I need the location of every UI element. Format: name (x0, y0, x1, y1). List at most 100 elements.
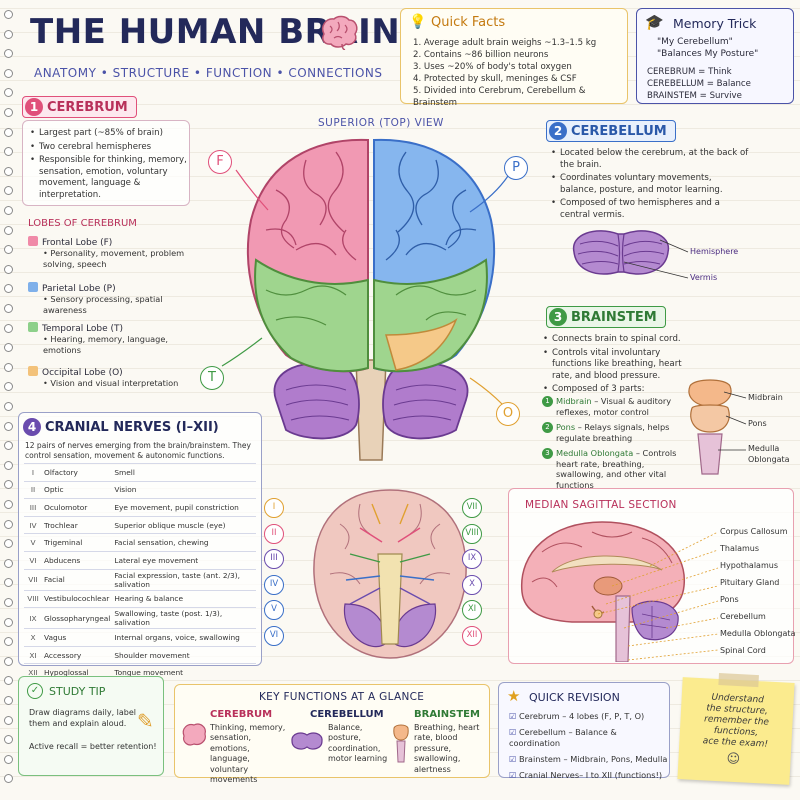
cerebellum-point: Coordinates voluntary movements, balance… (550, 173, 750, 196)
cerebellum-title: CEREBELLUM (571, 124, 667, 139)
brain-icon (322, 15, 358, 50)
cranial-label-left: III (264, 549, 284, 569)
brain-top-view (246, 138, 496, 461)
nerve-number: III (24, 498, 42, 517)
part-desc: – Visual & auditory reflexes, motor cont… (556, 396, 672, 417)
smiley-icon: ☺ (726, 751, 741, 768)
part-number: 3 (542, 448, 553, 459)
medulla-label-2: Oblongata (748, 455, 790, 464)
nerve-name: Vagus (42, 628, 113, 647)
quick-fact-item: 1. Average adult brain weighs ~1.3–1.5 k… (413, 38, 597, 48)
lobe-item: Parietal Lobe (P)• Sensory processing, s… (28, 282, 188, 316)
nerve-function: Facial expression, taste (ant. 2/3), sal… (112, 568, 256, 591)
kf-brainstem-title: BRAINSTEM (414, 709, 480, 720)
study-tip-title: STUDY TIP (49, 685, 106, 698)
lobe-desc: • Personality, movement, problem solving… (43, 248, 185, 269)
cerebellum-heading: 2 CEREBELLUM (546, 120, 676, 142)
nerve-number: IV (24, 515, 42, 534)
sagittal-label: Pituitary Gland (720, 578, 780, 587)
section-number: 1 (25, 98, 43, 116)
section-number: 2 (549, 122, 567, 140)
sagittal-label: Medulla Oblongata (720, 629, 796, 638)
nerve-number: V (24, 533, 42, 552)
star-icon: ★ (507, 687, 521, 705)
quick-facts-list: 1. Average adult brain weighs ~1.3–1.5 k… (413, 37, 625, 109)
lobe-desc: • Sensory processing, spatial awareness (43, 294, 163, 315)
cerebrum-points: Largest part (~85% of brain)Two cerebral… (29, 128, 187, 203)
sagittal-label: Cerebellum (720, 612, 766, 621)
checkbox-icon: ☑ (509, 711, 519, 721)
sagittal-title: MEDIAN SAGITTAL SECTION (525, 499, 677, 511)
revision-text: Cerebellum – Balance & coordination (509, 727, 617, 748)
lightbulb-icon: 💡 (409, 14, 427, 30)
cerebrum-title: CEREBRUM (47, 100, 128, 115)
nerve-function: Internal organs, voice, swallowing (112, 628, 256, 647)
spiral-binding (0, 0, 16, 800)
brainstem-figure (688, 379, 732, 475)
revision-text: Cerebrum – 4 lobes (F, P, T, O) (518, 711, 645, 721)
part-number: 1 (542, 396, 553, 407)
key-functions-box: KEY FUNCTIONS AT A GLANCE (174, 684, 490, 778)
nerve-function: Lateral eye movement (112, 550, 256, 570)
graduation-cap-icon: 🎓 (645, 13, 664, 31)
midbrain-label: Midbrain (748, 393, 783, 402)
frontal-lobe-label: F (208, 150, 232, 174)
lobe-name-text: Frontal Lobe (F) (42, 238, 113, 248)
sagittal-label: Hypothalamus (720, 561, 778, 570)
section-number: 4 (23, 418, 41, 436)
part-desc: – Relays signals, helps regulate breathi… (556, 422, 670, 443)
cranial-label-left: I (264, 498, 284, 518)
quick-revision-list: ☑ Cerebrum – 4 lobes (F, P, T, O)☑ Cereb… (509, 711, 669, 786)
lobe-swatch (28, 236, 38, 246)
quick-fact-item: 5. Divided into Cerebrum, Cerebellum & B… (413, 86, 586, 108)
nerve-name: Trochlear (42, 515, 113, 534)
nerve-name: Abducens (42, 550, 113, 570)
kf-cerebellum-text: Balance, posture, coordination, motor le… (328, 722, 388, 764)
nerve-number: VI (24, 550, 42, 570)
lobe-desc: • Hearing, memory, language, emotions (43, 334, 169, 355)
revision-text: Brainstem – Midbrain, Pons, Medulla (518, 754, 668, 764)
nerve-function: Eye movement, pupil constriction (112, 498, 256, 517)
cranial-label-left: IV (264, 574, 284, 595)
quick-fact-item: 3. Uses ~20% of body's total oxygen (413, 62, 572, 72)
nerve-number: XI (24, 645, 42, 664)
cranial-heading: 4 CRANIAL NERVES (I–XII) (23, 418, 219, 436)
cranial-title: CRANIAL NERVES (I–XII) (45, 420, 219, 435)
brainstem-point: Controls vital involuntary functions lik… (542, 348, 692, 383)
memory-row: BRAINSTEM = Survive (647, 91, 742, 101)
cerebellum-figure (572, 230, 670, 275)
pons-label: Pons (748, 419, 767, 428)
nerve-name: Facial (42, 568, 113, 591)
checkbox-icon: ☑ (509, 754, 519, 764)
part-number: 2 (542, 422, 553, 433)
brain-inferior-view (313, 489, 467, 659)
kf-cerebrum-title: CEREBRUM (210, 709, 273, 720)
revision-item: ☑ Cerebellum – Balance & coordination (509, 727, 669, 749)
pencil-icon: ✎ (137, 709, 154, 733)
nerve-number: VII (24, 568, 42, 591)
memory-quote-1: "My Cerebellum" (657, 37, 733, 47)
lobe-desc: • Vision and visual interpretation (43, 378, 179, 388)
study-tip-text-1: Draw diagrams daily, label them and expl… (29, 708, 137, 728)
nerve-name: Trigeminal (42, 533, 113, 552)
lobe-swatch (28, 322, 38, 332)
memory-trick-box: 🎓 Memory Trick "My Cerebellum" "Balances… (636, 8, 794, 104)
lobe-item: Temporal Lobe (T)• Hearing, memory, lang… (28, 322, 188, 356)
nerve-number: VIII (24, 589, 42, 608)
brainstem-point: Composed of 3 parts: (542, 384, 692, 396)
kf-cerebellum-title: CEREBELLUM (310, 709, 384, 720)
study-tip-text-2: Active recall = better retention! (29, 742, 157, 751)
lobe-swatch (28, 366, 38, 376)
nerve-function: Superior oblique muscle (eye) (112, 515, 256, 534)
